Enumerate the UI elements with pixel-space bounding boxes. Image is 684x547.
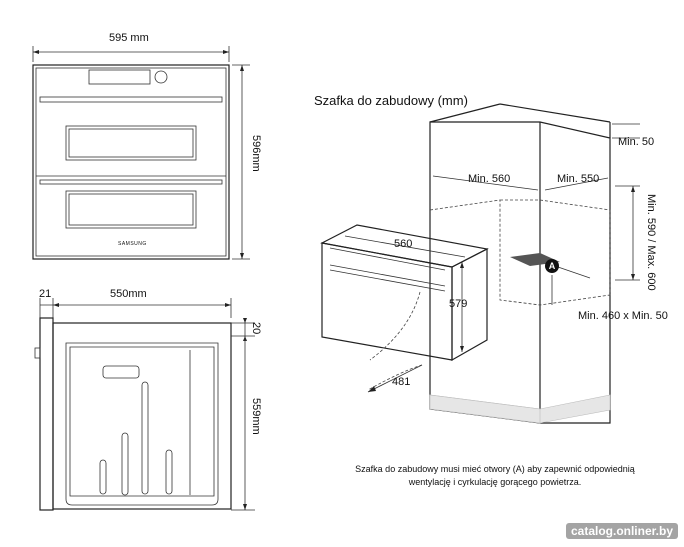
vent-opening-label: Min. 460 x Min. 50 <box>578 310 668 322</box>
side-height-label: 559mm <box>250 398 262 435</box>
front-width-label: 595 mm <box>109 32 149 44</box>
cabinet-drawing <box>320 103 640 424</box>
front-height-label: 596mm <box>250 135 262 172</box>
note-line-1: Szafka do zabudowy musi mieć otwory (A) … <box>355 464 635 474</box>
min-width-label: Min. 560 <box>468 173 511 185</box>
min-side-label: Min. 550 <box>557 173 600 185</box>
side-depth-label: 550mm <box>110 288 147 300</box>
cabinet-title: Szafka do zabudowy (mm) <box>314 93 468 108</box>
note-line-2: wentylację i cyrkulację gorącego powietr… <box>408 477 582 487</box>
panel-depth-label: 21 <box>39 288 52 300</box>
door-radius-label: 481 <box>392 376 411 388</box>
oven-width-label: 560 <box>394 238 413 250</box>
brand-logo-text: SAMSUNG <box>118 241 147 247</box>
vent-marker-a: A <box>545 259 559 273</box>
side-top-gap-label: 20 <box>250 322 262 335</box>
top-clearance-label: Min. 50 <box>618 136 655 148</box>
ventilation-note: Szafka do zabudowy musi mieć otwory (A) … <box>330 463 660 489</box>
oven-front-view <box>32 46 250 260</box>
oven-height-label: 579 <box>449 298 468 310</box>
watermark: catalog.onliner.by <box>565 523 678 539</box>
opening-height-label: Min. 590 / Max. 600 <box>645 194 657 291</box>
oven-side-view <box>34 298 255 511</box>
